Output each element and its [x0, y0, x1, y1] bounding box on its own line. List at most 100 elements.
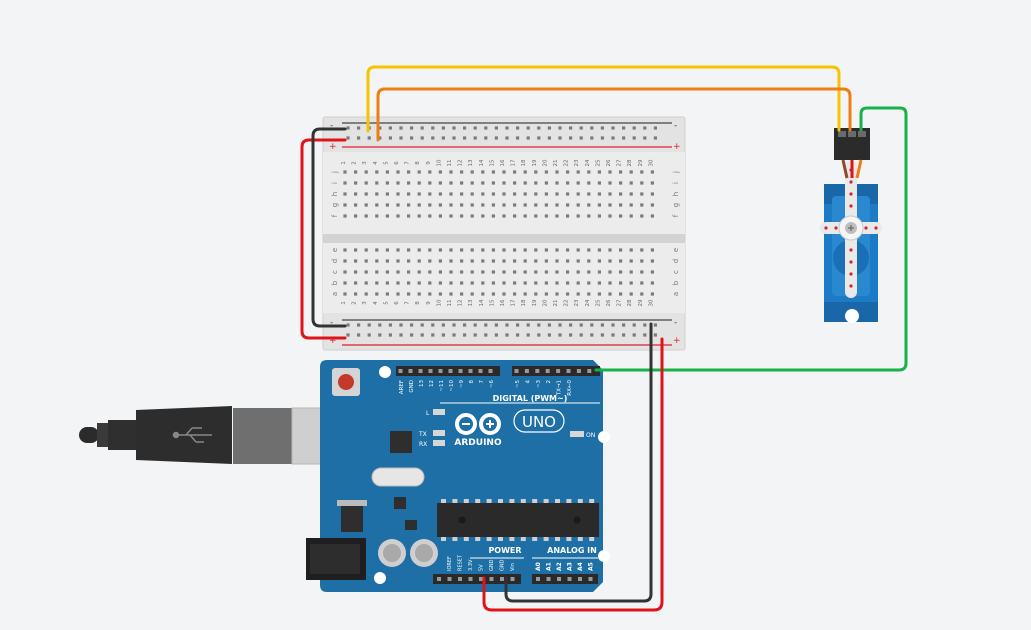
- chip-dot-left: [458, 516, 466, 524]
- column-label: 6: [394, 301, 400, 305]
- column-label: 14: [479, 299, 485, 306]
- power-pin-label: 3.3V: [468, 559, 474, 571]
- row-label: a: [331, 292, 339, 296]
- power-header: [433, 574, 521, 584]
- column-label: 2: [352, 161, 358, 165]
- analog-pin-sockets[interactable]: [536, 577, 593, 581]
- row-label: b: [331, 280, 339, 285]
- rail-label-minus-right-bottom: -: [674, 318, 677, 328]
- digital-pin-label: ~11: [439, 380, 445, 392]
- column-label: 28: [627, 159, 633, 166]
- mount-hole-top-left: [379, 366, 391, 378]
- analog-pin-label: A3: [567, 562, 574, 571]
- column-label: 5: [383, 301, 389, 305]
- digital-pin-sockets[interactable]: [398, 369, 592, 373]
- voltage-regulator-tab: [337, 500, 367, 506]
- column-label: 23: [574, 299, 580, 306]
- servo-wire-brown: [841, 159, 849, 179]
- wire-green[interactable]: [594, 106, 908, 372]
- breadboard-bottom-area: [323, 243, 685, 313]
- power-pin-label: Vin: [510, 563, 516, 571]
- row-label: j: [672, 171, 680, 174]
- rail-label-plus-right-top: +: [673, 142, 681, 152]
- column-label: 17: [511, 299, 517, 306]
- analog-header: [532, 574, 598, 584]
- digital-pin-label: 4: [525, 380, 531, 384]
- wire-orange[interactable]: [376, 87, 852, 142]
- column-label: 9: [426, 301, 432, 305]
- usb-cable-strain-relief: [97, 423, 109, 447]
- breadboard-center-channel: [323, 234, 685, 243]
- digital-pin-label: ~3: [536, 380, 542, 389]
- column-label: 21: [553, 160, 559, 167]
- column-label: 13: [468, 299, 474, 306]
- rail-label-plus-left-bottom: +: [329, 336, 337, 346]
- arduino-logo: [455, 413, 501, 435]
- column-label: 21: [553, 300, 559, 307]
- column-label: 13: [468, 159, 474, 166]
- column-label: 27: [617, 299, 623, 306]
- column-label: 3: [362, 161, 368, 165]
- wires[interactable]: [300, 65, 908, 612]
- digital-header-2: [512, 366, 600, 376]
- small-component: [394, 497, 406, 509]
- row-label: h: [331, 192, 339, 196]
- analog-label: ANALOG IN: [547, 546, 597, 555]
- usb-cable-grip: [108, 420, 138, 450]
- wire-red-5v[interactable]: [482, 337, 664, 612]
- reset-button[interactable]: [338, 374, 354, 390]
- column-label: 25: [595, 159, 601, 166]
- column-label: 11: [447, 300, 453, 307]
- column-label: 10: [436, 299, 442, 306]
- column-label: 18: [521, 299, 527, 306]
- row-label: c: [672, 270, 680, 274]
- column-label: 19: [532, 299, 538, 306]
- arduino-brand-text: ARDUINO: [454, 438, 502, 448]
- voltage-regulator: [341, 502, 363, 532]
- row-label: i: [672, 182, 680, 184]
- wire-black-gnd[interactable]: [504, 322, 653, 603]
- atmega-chip-pins: [441, 499, 595, 541]
- column-label: 22: [564, 160, 570, 167]
- column-label: 29: [638, 299, 644, 306]
- wire-red-rail-link[interactable]: [300, 138, 347, 340]
- column-label: 12: [458, 300, 464, 307]
- row-label: i: [331, 182, 339, 184]
- usb-plug-connector: [233, 408, 293, 464]
- column-label: 7: [405, 301, 411, 305]
- digital-pin-label: 12: [429, 380, 435, 387]
- servo-horn[interactable]: [820, 160, 882, 298]
- wire-black-rail-link[interactable]: [311, 127, 347, 328]
- breadboard-holes[interactable]: [343, 126, 657, 337]
- row-label: e: [331, 248, 339, 252]
- led-tx-label: TX: [418, 431, 427, 438]
- led-tx: [433, 430, 445, 436]
- digital-pin-label: GND: [409, 380, 415, 393]
- wire-yellow[interactable]: [366, 65, 841, 133]
- power-pin-sockets[interactable]: [437, 577, 515, 581]
- servo-wire-orange: [855, 159, 863, 179]
- servo-motor[interactable]: [820, 128, 882, 323]
- column-label: 1: [341, 301, 347, 305]
- usb-controller-chip: [390, 431, 412, 453]
- column-label: 22: [564, 300, 570, 307]
- digital-pin-label: 13: [419, 380, 425, 387]
- row-label: g: [672, 203, 680, 207]
- usb-cable[interactable]: [79, 406, 363, 465]
- digital-pin-label: ~9: [459, 380, 465, 389]
- digital-pin-label: TX→1: [557, 380, 563, 396]
- mount-hole-right: [598, 431, 610, 443]
- column-label: 5: [383, 161, 389, 165]
- column-label: 4: [373, 301, 379, 305]
- digital-label: DIGITAL (PWM~): [493, 394, 568, 403]
- column-label: 28: [627, 299, 633, 306]
- digital-pin-label: AREF: [399, 380, 405, 394]
- column-label: 17: [511, 159, 517, 166]
- column-label: 9: [426, 161, 432, 165]
- column-label: 19: [532, 159, 538, 166]
- digital-pin-label: 7: [479, 380, 485, 384]
